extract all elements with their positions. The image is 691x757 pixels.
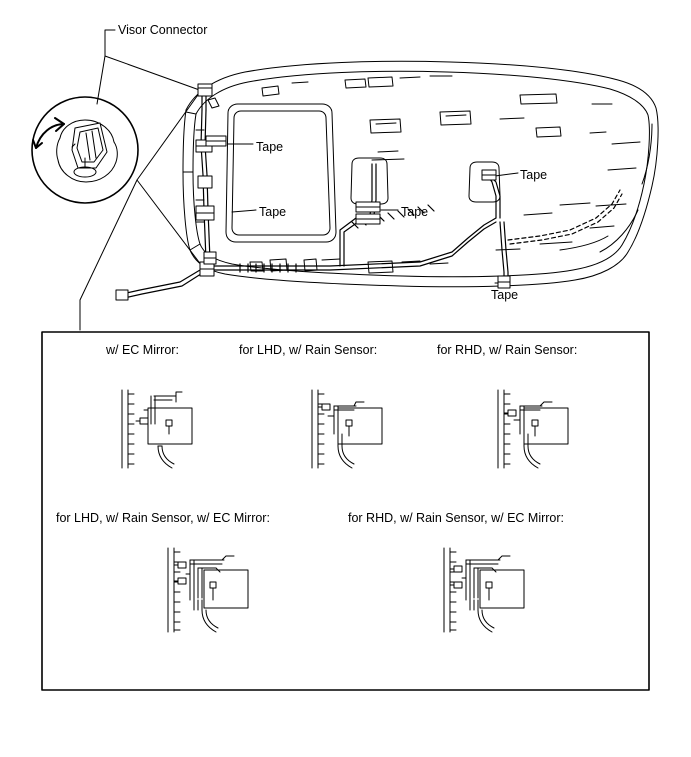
variant-caption-lhd-rain-sensor: for LHD, w/ Rain Sensor:: [239, 343, 377, 357]
callout-leaders: [79, 29, 519, 331]
variant-caption-lhd-rain-sensor-ec-mirror-label: for LHD, w/ Rain Sensor, w/ EC Mirror:: [56, 511, 270, 525]
variant-caption-rhd-rain-sensor-label: for RHD, w/ Rain Sensor:: [437, 343, 578, 357]
variant-diagram-rhd-rain-sensor: [497, 389, 569, 469]
callout-tape-3-label: Tape: [401, 205, 429, 219]
callout-tape-4: Tape: [520, 168, 547, 182]
callout-tape-5: Tape: [491, 288, 518, 302]
vehicle-body-outline: [182, 60, 659, 288]
variant-diagram-ec-mirror: [121, 389, 193, 469]
variant-diagram-lhd-rain-sensor-ec-mirror: [167, 547, 249, 633]
callout-tape-3: Tape: [401, 205, 428, 219]
callout-tape-4-label: Tape: [520, 168, 548, 182]
variant-caption-rhd-rain-sensor: for RHD, w/ Rain Sensor:: [437, 343, 577, 357]
callout-tape-2: Tape: [259, 205, 286, 219]
callout-tape-1: Tape: [256, 140, 283, 154]
variant-caption-ec-mirror-label: w/ EC Mirror:: [106, 343, 179, 357]
visor-connector-detail: [31, 96, 139, 204]
callout-visor-connector: Visor Connector: [118, 23, 207, 37]
harness-clamps: [115, 83, 511, 301]
variant-caption-ec-mirror: w/ EC Mirror:: [106, 343, 179, 357]
callout-tape-5-label: Tape: [491, 288, 519, 302]
variant-caption-rhd-rain-sensor-ec-mirror: for RHD, w/ Rain Sensor, w/ EC Mirror:: [348, 511, 564, 525]
callout-tape-1-label: Tape: [256, 140, 284, 154]
variant-diagram-lhd-rain-sensor: [311, 389, 383, 469]
callout-tape-2-label: Tape: [259, 205, 287, 219]
variant-diagram-rhd-rain-sensor-ec-mirror: [443, 547, 525, 633]
wire-harness-route: [121, 91, 623, 299]
variant-caption-lhd-rain-sensor-label: for LHD, w/ Rain Sensor:: [239, 343, 378, 357]
variant-caption-rhd-rain-sensor-ec-mirror-label: for RHD, w/ Rain Sensor, w/ EC Mirror:: [348, 511, 565, 525]
variant-caption-lhd-rain-sensor-ec-mirror: for LHD, w/ Rain Sensor, w/ EC Mirror:: [56, 511, 270, 525]
callout-visor-connector-label: Visor Connector: [118, 23, 208, 37]
